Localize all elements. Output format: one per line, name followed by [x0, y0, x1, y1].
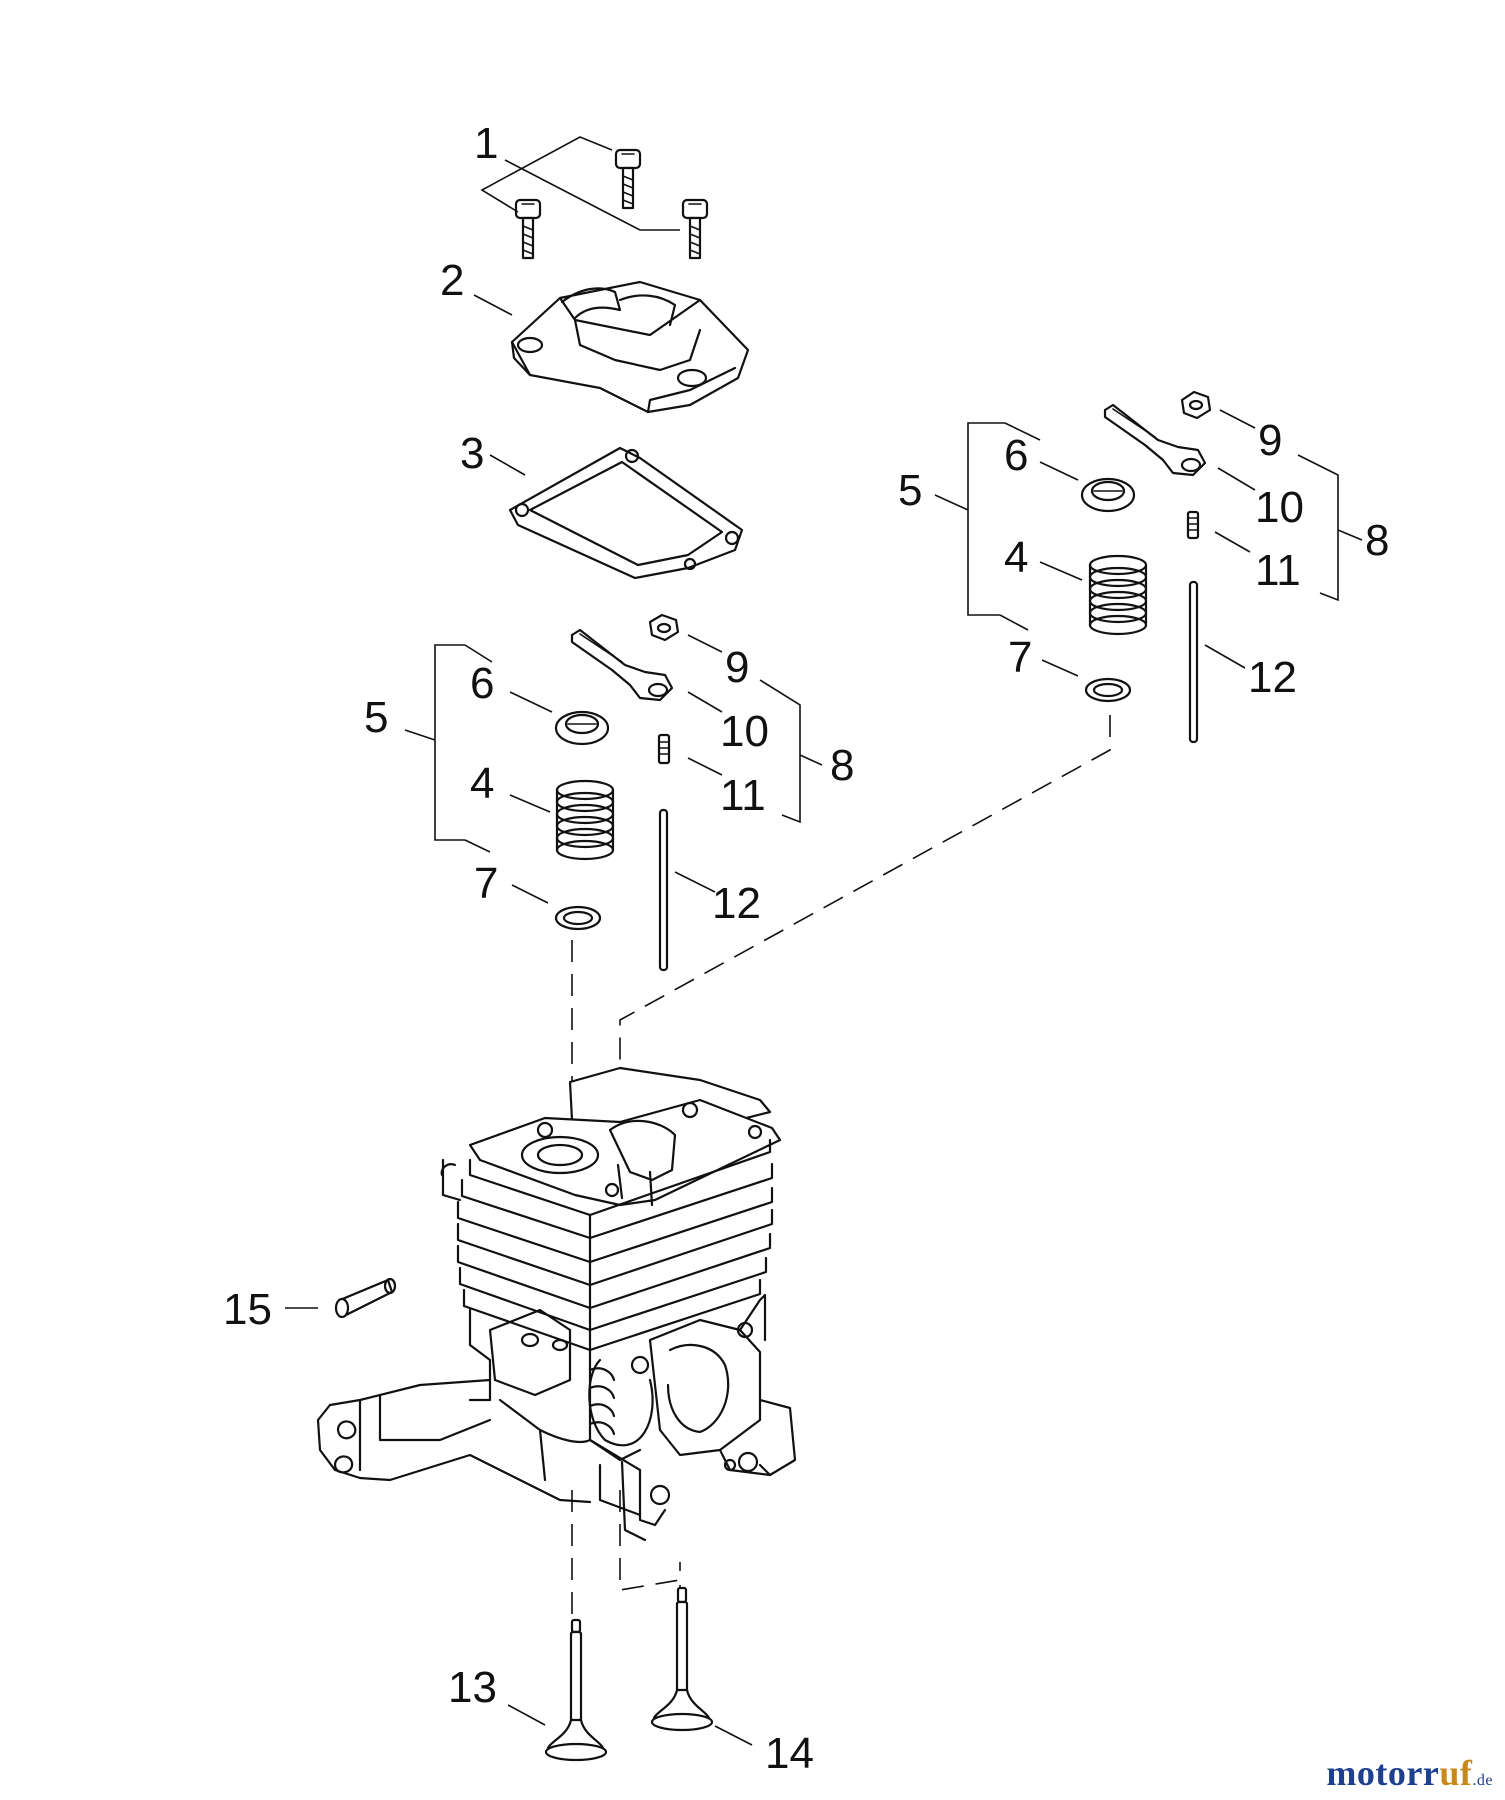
- retainer-part-6-left: [554, 710, 610, 746]
- pivot-part-11-right: [1186, 510, 1200, 540]
- callout-9-left: 9: [725, 643, 749, 692]
- spring-part-4-left: [555, 779, 615, 861]
- left-valve-group: [404, 613, 823, 972]
- callout-8-right: 8: [1365, 516, 1389, 565]
- callout-4-right: 4: [1004, 533, 1028, 582]
- pushrod-part-12-right: [1188, 580, 1199, 744]
- spring-part-4-right: [1088, 554, 1148, 636]
- nut-part-9-left: [648, 613, 680, 642]
- callout-6-right: 6: [1004, 431, 1028, 480]
- leader-3: [489, 454, 526, 476]
- dowel-pin-part-15: [334, 1277, 397, 1319]
- washer-part-7-left: [554, 905, 602, 931]
- retainer-part-6-right: [1080, 477, 1136, 513]
- bracket-5-left: [434, 644, 465, 841]
- callout-7-left: 7: [474, 859, 498, 908]
- callout-13: 13: [448, 1663, 497, 1712]
- callout-5-left: 5: [364, 693, 388, 742]
- nut-part-9-right: [1180, 390, 1212, 420]
- callout-8-left: 8: [830, 741, 854, 790]
- right-valve-group: [934, 390, 1363, 744]
- callout-10-right: 10: [1255, 483, 1304, 532]
- washer-part-7-right: [1084, 677, 1132, 703]
- callout-12-right: 12: [1248, 653, 1297, 702]
- rocker-arm-part-10-left: [570, 628, 674, 702]
- pivot-part-11-left: [657, 733, 671, 765]
- gasket-part-3: [508, 446, 744, 580]
- callout-12-left: 12: [712, 879, 761, 928]
- bracket-5-right: [967, 422, 1005, 616]
- callout-4-left: 4: [470, 759, 494, 808]
- callout-10-left: 10: [720, 707, 769, 756]
- motoruf-watermark-logo: motorruf.de: [1326, 1753, 1493, 1793]
- valve-cover-part-2: [510, 280, 750, 414]
- bracket-8-right: [1297, 454, 1339, 602]
- valve-part-13: [544, 1618, 608, 1762]
- callout-11-right: 11: [1255, 546, 1301, 595]
- callout-5-right: 5: [898, 466, 922, 515]
- callout-3: 3: [460, 429, 484, 478]
- callout-7-right: 7: [1008, 633, 1032, 682]
- callout-1: 1: [474, 119, 498, 168]
- callout-15: 15: [223, 1285, 272, 1334]
- callout-9-right: 9: [1258, 416, 1282, 465]
- callout-11-left: 11: [720, 771, 766, 820]
- leader-2: [473, 294, 513, 316]
- leader-14: [714, 1725, 753, 1746]
- callout-6-left: 6: [470, 659, 494, 708]
- bolt-part-1: [480, 136, 709, 260]
- callout-2: 2: [440, 256, 464, 305]
- pushrod-part-12-left: [658, 808, 669, 972]
- valve-part-14: [650, 1586, 714, 1732]
- callout-14: 14: [765, 1729, 814, 1778]
- bracket-8-left: [759, 679, 801, 824]
- leader-13: [507, 1704, 546, 1726]
- rocker-arm-part-10-right: [1103, 403, 1207, 477]
- cylinder-block: [316, 1066, 797, 1542]
